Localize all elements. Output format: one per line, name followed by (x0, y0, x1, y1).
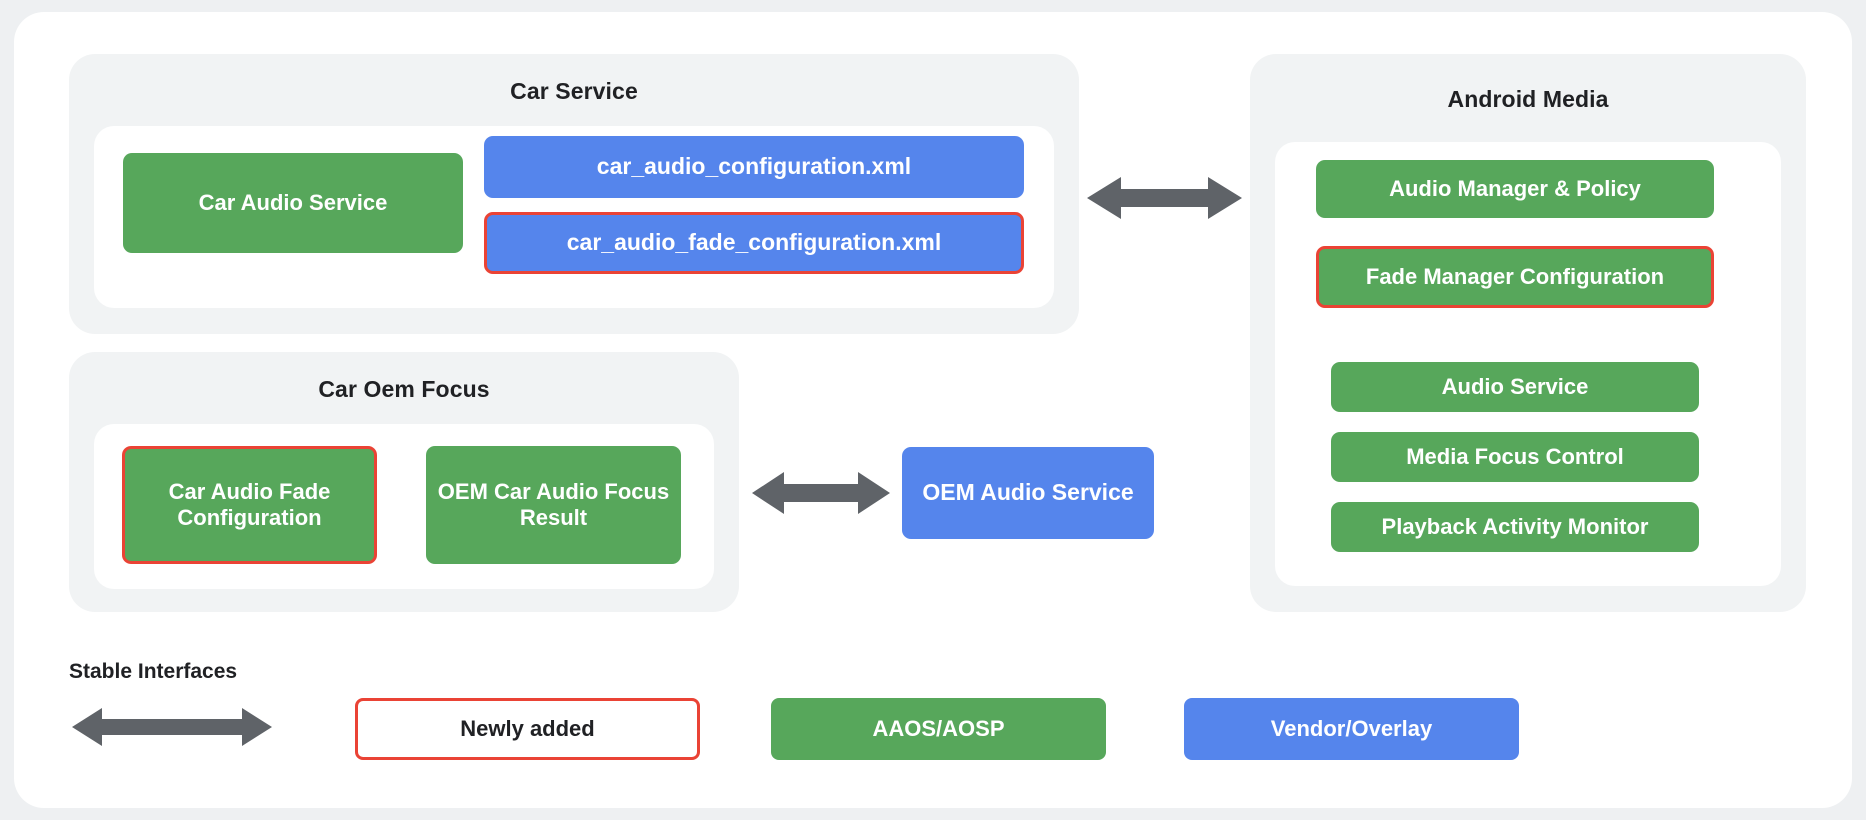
node-audio-manager-policy[interactable]: Audio Manager & Policy (1316, 160, 1714, 218)
connector-car-service-to-android-media (1087, 172, 1242, 224)
node-media-focus-control-label: Media Focus Control (1406, 444, 1624, 470)
double-arrow-icon (752, 472, 890, 514)
node-oem-car-audio-focus-result[interactable]: OEM Car Audio Focus Result (426, 446, 681, 564)
node-fade-manager-configuration-label: Fade Manager Configuration (1365, 264, 1665, 290)
group-android-media: Android Media Audio Manager & Policy Fad… (1250, 54, 1806, 612)
group-car-service-inner: Car Audio Service car_audio_configuratio… (94, 126, 1054, 308)
legend-item-aaos-aosp[interactable]: AAOS/AOSP (771, 698, 1106, 760)
node-oem-audio-service[interactable]: OEM Audio Service (902, 447, 1154, 539)
legend-item-aaos-aosp-label: AAOS/AOSP (872, 716, 1005, 742)
group-car-service-title: Car Service (510, 78, 638, 104)
node-oem-audio-service-label: OEM Audio Service (922, 479, 1134, 506)
node-playback-activity-monitor[interactable]: Playback Activity Monitor (1331, 502, 1699, 552)
group-android-media-title: Android Media (1447, 86, 1609, 112)
group-car-service: Car Service Car Audio Service car_audio_… (69, 54, 1079, 334)
double-arrow-icon (72, 708, 272, 746)
node-media-focus-control[interactable]: Media Focus Control (1331, 432, 1699, 482)
node-car-audio-configuration-xml[interactable]: car_audio_configuration.xml (484, 136, 1024, 198)
legend-item-vendor-overlay-label: Vendor/Overlay (1270, 716, 1433, 742)
legend-item-newly-added-label: Newly added (460, 716, 595, 742)
group-car-oem-focus: Car Oem Focus Car Audio Fade Configurati… (69, 352, 739, 612)
legend-item-newly-added[interactable]: Newly added (355, 698, 700, 760)
node-playback-activity-monitor-label: Playback Activity Monitor (1381, 514, 1649, 540)
double-arrow-icon (1087, 177, 1242, 219)
node-car-audio-fade-configuration-xml-label: car_audio_fade_configuration.xml (566, 229, 942, 256)
node-car-audio-service-label: Car Audio Service (198, 190, 388, 216)
group-car-oem-focus-title: Car Oem Focus (318, 376, 490, 402)
node-car-audio-configuration-xml-label: car_audio_configuration.xml (596, 153, 912, 180)
node-audio-manager-policy-label: Audio Manager & Policy (1389, 176, 1641, 202)
legend-double-arrow (72, 704, 272, 750)
diagram-card: Car Service Car Audio Service car_audio_… (14, 12, 1852, 808)
node-car-audio-fade-configuration[interactable]: Car Audio Fade Configuration (122, 446, 377, 564)
node-audio-service[interactable]: Audio Service (1331, 362, 1699, 412)
node-fade-manager-configuration[interactable]: Fade Manager Configuration (1316, 246, 1714, 308)
node-car-audio-service[interactable]: Car Audio Service (123, 153, 463, 253)
node-audio-service-label: Audio Service (1441, 374, 1589, 400)
legend-title: Stable Interfaces (69, 660, 238, 683)
group-android-media-inner: Audio Manager & Policy Fade Manager Conf… (1275, 142, 1781, 586)
legend-item-vendor-overlay[interactable]: Vendor/Overlay (1184, 698, 1519, 760)
node-car-audio-fade-configuration-xml[interactable]: car_audio_fade_configuration.xml (484, 212, 1024, 274)
group-car-oem-focus-inner: Car Audio Fade Configuration OEM Car Aud… (94, 424, 714, 589)
connector-car-oem-focus-to-oem-audio-service (752, 467, 890, 519)
node-oem-car-audio-focus-result-label: OEM Car Audio Focus Result (437, 479, 670, 530)
node-car-audio-fade-configuration-label: Car Audio Fade Configuration (168, 479, 331, 530)
